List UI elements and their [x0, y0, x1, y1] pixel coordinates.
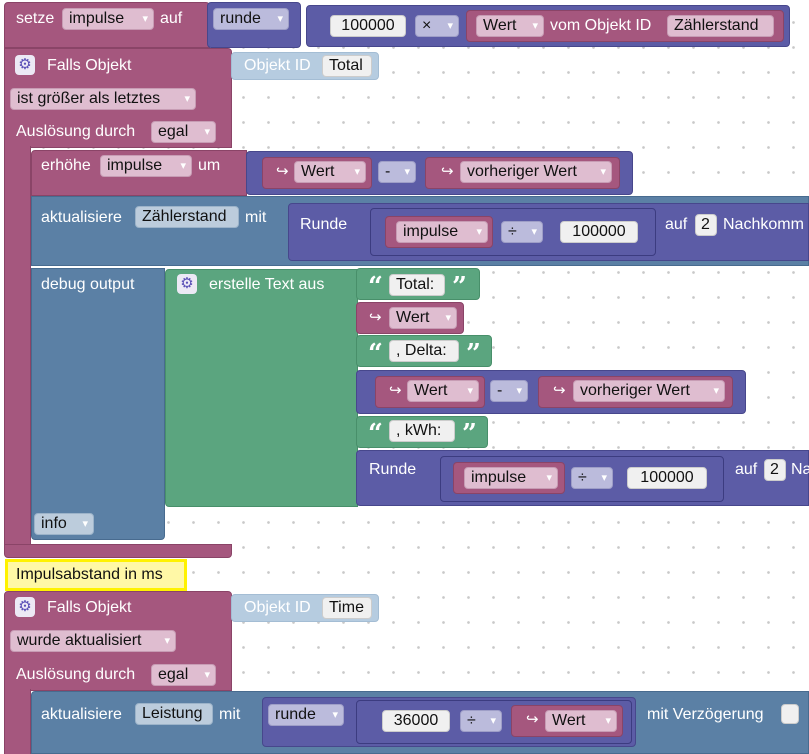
number-field-100000-2[interactable]: 100000 — [560, 221, 638, 243]
decimals-field-2[interactable]: 2 — [764, 459, 786, 481]
text-field-total[interactable]: Total: — [389, 274, 445, 296]
text-block-total[interactable] — [356, 268, 480, 300]
return-arrow-icon: ↪ — [441, 163, 454, 180]
return-arrow-icon: ↪ — [369, 309, 382, 326]
number-field-36000[interactable]: 36000 — [382, 710, 450, 732]
comment-bubble[interactable]: Impulsabstand in ms — [5, 559, 187, 591]
text-field-delta[interactable]: , Delta: — [389, 340, 459, 362]
decimal-places-label: Nachkomm — [723, 216, 804, 233]
decimals-field[interactable]: 2 — [695, 214, 717, 236]
open-quote-icon: “ — [368, 339, 383, 369]
round-label: Runde — [300, 216, 348, 233]
delay-checkbox[interactable] — [781, 704, 799, 724]
close-quote-icon: ” — [462, 419, 477, 449]
trigger-block-2-left-rail — [4, 689, 31, 754]
increment-variable-dropdown[interactable]: impulse — [100, 155, 192, 177]
to-label: auf — [160, 10, 183, 27]
update-object-id[interactable]: Zählerstand — [135, 206, 239, 228]
value-dropdown-4[interactable]: Wert — [407, 380, 479, 402]
variable-dropdown-impulse-3[interactable]: impulse — [464, 467, 558, 489]
trigger-block-bottom — [4, 544, 232, 558]
trigger-block-left-rail — [4, 146, 31, 546]
minus-operator-dropdown[interactable]: - — [378, 161, 416, 183]
if-object-label-2: Falls Objekt — [47, 599, 132, 616]
object-id-total[interactable]: Total — [322, 55, 372, 77]
previous-value-dropdown-2[interactable]: vorheriger Wert — [573, 380, 725, 402]
with-delay-label: mit Verzögerung — [647, 706, 764, 723]
divide-operator-dropdown-2[interactable]: ÷ — [571, 467, 613, 489]
object-id-zaehlerstand[interactable]: Zählerstand — [667, 15, 774, 37]
if-object-label: Falls Objekt — [47, 57, 132, 74]
condition-dropdown[interactable]: ist größer als letztes — [10, 88, 196, 110]
to-label-2: auf — [665, 216, 688, 233]
close-quote-icon: ” — [452, 272, 467, 302]
open-quote-icon: “ — [368, 419, 383, 449]
variable-dropdown-impulse[interactable]: impulse — [62, 8, 154, 30]
return-arrow-icon: ↪ — [389, 382, 402, 399]
number-field-100000[interactable]: 100000 — [330, 15, 406, 37]
with-label-2: mit — [219, 706, 241, 723]
build-text-block[interactable] — [165, 269, 358, 507]
variable-dropdown-impulse-2[interactable]: impulse — [396, 221, 488, 243]
update-label: aktualisiere — [41, 209, 122, 226]
return-arrow-icon: ↪ — [276, 163, 289, 180]
increment-label: erhöhe — [41, 157, 91, 174]
value-dropdown-2[interactable]: Wert — [294, 161, 366, 183]
object-id-label-2: Objekt ID — [244, 599, 311, 616]
return-arrow-icon: ↪ — [553, 382, 566, 399]
trigger-by-label-2: Auslösung durch — [16, 666, 136, 683]
multiply-operator-dropdown[interactable]: × — [415, 15, 459, 37]
debug-output-label: debug output — [41, 276, 135, 293]
object-id-time[interactable]: Time — [322, 597, 372, 619]
gear-icon[interactable]: ⚙ — [15, 597, 35, 617]
value-dropdown-5[interactable]: Wert — [545, 710, 617, 732]
object-id-label: Objekt ID — [244, 57, 311, 74]
with-label: mit — [245, 209, 267, 226]
value-dropdown[interactable]: Wert — [476, 15, 544, 37]
value-dropdown-3[interactable]: Wert — [389, 307, 457, 329]
trigger-by-dropdown[interactable]: egal — [151, 121, 216, 143]
number-field-100000-3[interactable]: 100000 — [627, 467, 707, 489]
to-label-3: auf — [735, 461, 758, 478]
by-label: um — [198, 157, 221, 174]
update-label-2: aktualisiere — [41, 706, 122, 723]
build-text-label: erstelle Text aus — [209, 276, 325, 293]
minus-operator-dropdown-2[interactable]: - — [490, 380, 528, 402]
log-level-dropdown[interactable]: info — [34, 513, 94, 535]
debug-output-block[interactable] — [31, 268, 165, 540]
of-object-id-label: vom Objekt ID — [550, 17, 652, 34]
divide-operator-dropdown-3[interactable]: ÷ — [460, 710, 502, 732]
trigger-by-label: Auslösung durch — [16, 123, 136, 140]
decimal-places-label-2: Na — [791, 461, 809, 478]
round-dropdown[interactable]: runde — [213, 8, 289, 30]
condition-dropdown-2[interactable]: wurde aktualisiert — [10, 630, 176, 652]
open-quote-icon: “ — [368, 272, 383, 302]
round-label-2: Runde — [369, 461, 417, 478]
previous-value-dropdown[interactable]: vorheriger Wert — [460, 161, 612, 183]
gear-icon[interactable]: ⚙ — [177, 274, 197, 294]
return-arrow-icon: ↪ — [526, 711, 539, 728]
text-field-kwh[interactable]: , kWh: — [389, 420, 455, 442]
set-label: setze — [16, 10, 55, 27]
close-quote-icon: ” — [466, 339, 481, 369]
update-object-id-2[interactable]: Leistung — [135, 703, 213, 725]
trigger-by-dropdown-2[interactable]: egal — [151, 664, 216, 686]
gear-icon[interactable]: ⚙ — [15, 55, 35, 75]
divide-operator-dropdown[interactable]: ÷ — [501, 221, 543, 243]
round-dropdown-2[interactable]: runde — [268, 704, 344, 726]
